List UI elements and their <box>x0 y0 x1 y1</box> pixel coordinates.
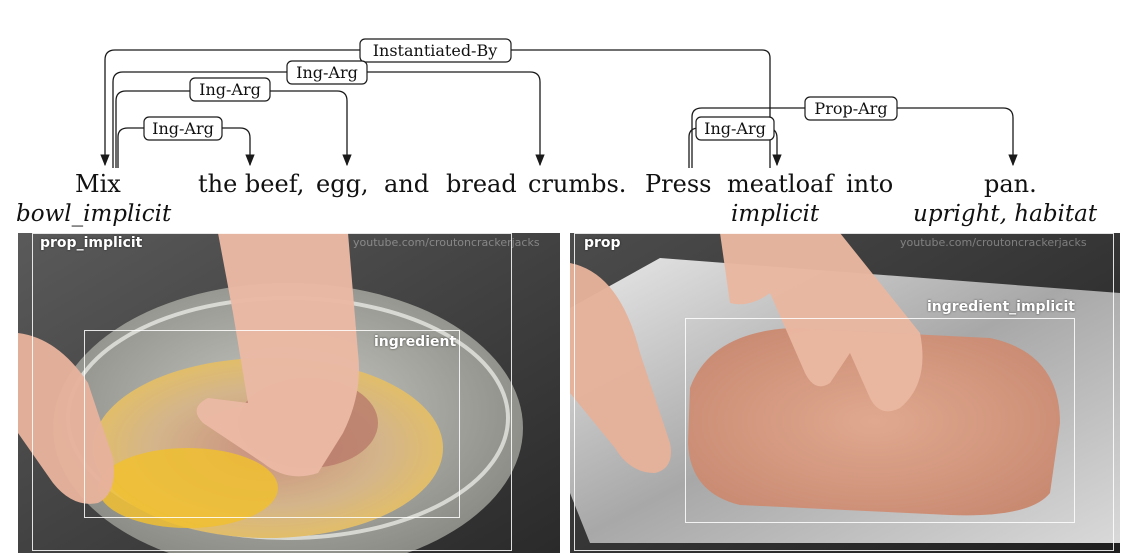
bbox-ingredient-implicit <box>685 318 1075 523</box>
arc-ing-arg-egg: Ing-Arg <box>115 77 352 168</box>
bbox-label-prop-implicit: prop_implicit <box>40 235 143 251</box>
word-pan: pan. <box>984 170 1037 198</box>
arc-label-box <box>695 116 775 141</box>
arc-instantiated-by: Instantiated-By <box>100 38 771 168</box>
annotation-upright-habitat: upright, habitat <box>913 201 1098 227</box>
arc-prop-arg-pan: Prop-Arg <box>691 96 1018 168</box>
arc-label: Ing-Arg <box>296 63 358 82</box>
arc-label: Ing-Arg <box>152 119 214 138</box>
word-press: Press <box>645 170 712 198</box>
arc-label: Ing-Arg <box>704 119 766 138</box>
word-meatloaf: meatloaf <box>727 170 834 198</box>
word-mix: Mix <box>75 170 121 198</box>
arc-label-box <box>804 96 898 121</box>
word-and: and <box>384 170 430 198</box>
watermark: youtube.com/croutoncrackerjacks <box>900 236 1087 249</box>
arc-ing-arg-crumbs: Ing-Arg <box>112 60 545 168</box>
bbox-ingredient <box>84 330 460 518</box>
bbox-label-ingredient-implicit: ingredient_implicit <box>927 299 1075 315</box>
arc-label-box <box>286 60 368 85</box>
arc-label-box <box>359 38 512 63</box>
word-bread: bread <box>446 170 517 198</box>
arc-ing-arg-meatloaf: Ing-Arg <box>688 116 782 168</box>
word-crumbs: crumbs. <box>528 170 627 198</box>
watermark: youtube.com/croutoncrackerjacks <box>353 236 540 249</box>
arc-label: Instantiated-By <box>373 41 498 60</box>
bbox-prop <box>574 233 1114 551</box>
word-egg: egg, <box>316 170 369 198</box>
photo-meatloaf-pan: youtube.com/croutoncrackerjacks prop ing… <box>570 233 1120 553</box>
word-the-beef: the beef, <box>198 170 305 198</box>
bbox-prop-implicit <box>32 233 512 551</box>
bbox-label-ingredient: ingredient <box>374 334 457 350</box>
argument-arc-diagram: Instantiated-By Ing-Arg Ing-Arg Ing-Arg … <box>100 38 1018 168</box>
word-into: into <box>846 170 894 198</box>
arc-label: Ing-Arg <box>199 80 261 99</box>
arc-label-box <box>143 116 223 141</box>
arc-label-box <box>189 77 271 102</box>
bbox-label-prop: prop <box>584 235 621 251</box>
photo-mixing-bowl: youtube.com/croutoncrackerjacks prop_imp… <box>18 233 560 553</box>
mixing-bowl-illustration <box>18 233 560 553</box>
arc-ing-arg-beef: Ing-Arg <box>117 116 255 168</box>
annotation-bowl-implicit: bowl_implicit <box>16 201 172 227</box>
annotation-implicit: implicit <box>731 201 820 227</box>
meatloaf-pan-illustration <box>570 233 1120 553</box>
arc-label: Prop-Arg <box>814 99 887 118</box>
